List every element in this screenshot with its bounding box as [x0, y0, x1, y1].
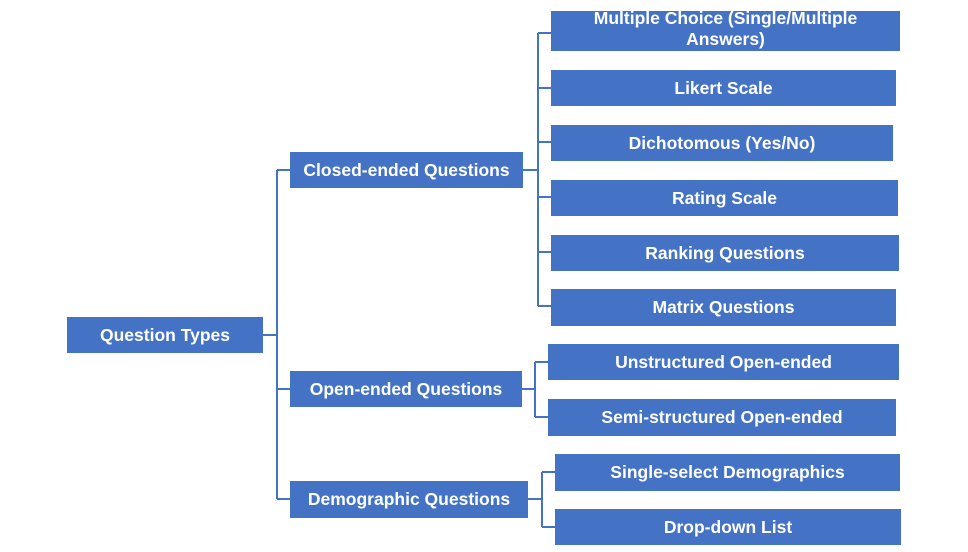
- leaf-semi-structured-open-ended: Semi-structured Open-ended: [548, 399, 896, 436]
- leaf-dichotomous: Dichotomous (Yes/No): [551, 125, 893, 161]
- root-node-label: Question Types: [100, 324, 230, 345]
- leaf-unstructured-open-ended: Unstructured Open-ended: [548, 344, 899, 380]
- category-demographic: Demographic Questions: [290, 481, 528, 518]
- category-closed-ended: Closed-ended Questions: [290, 152, 523, 188]
- root-node: Question Types: [67, 317, 263, 353]
- category-label: Closed-ended Questions: [303, 159, 510, 180]
- leaf-label: Matrix Questions: [652, 297, 795, 317]
- leaf-label: Multiple Choice (Single/Multiple Answers…: [593, 11, 858, 49]
- leaf-label: Single-select Demographics: [610, 462, 845, 482]
- leaf-likert-scale: Likert Scale: [551, 70, 896, 106]
- connector-root: [263, 169, 290, 500]
- leaf-label: Unstructured Open-ended: [615, 351, 832, 372]
- category-open-ended: Open-ended Questions: [290, 371, 522, 407]
- leaf-label: Ranking Questions: [645, 242, 805, 263]
- leaf-rating-scale: Rating Scale: [551, 180, 898, 216]
- leaf-label: Dichotomous (Yes/No): [628, 132, 816, 153]
- leaf-label: Likert Scale: [674, 77, 773, 98]
- leaf-matrix-questions: Matrix Questions: [551, 289, 896, 326]
- category-label: Demographic Questions: [307, 489, 511, 509]
- leaf-ranking-questions: Ranking Questions: [551, 235, 899, 271]
- leaf-label: Rating Scale: [671, 187, 778, 208]
- leaf-label: Drop-down List: [663, 516, 793, 537]
- leaf-label: Semi-structured Open-ended: [601, 407, 843, 427]
- connector-open-ended: [522, 361, 548, 418]
- leaf-drop-down-list: Drop-down List: [555, 509, 901, 545]
- connector-closed-ended: [523, 32, 551, 307]
- connector-demographic: [528, 471, 555, 528]
- leaf-multiple-choice: Multiple Choice (Single/Multiple Answers…: [551, 11, 900, 51]
- category-label: Open-ended Questions: [309, 378, 503, 399]
- leaf-single-select-demographics: Single-select Demographics: [555, 454, 900, 491]
